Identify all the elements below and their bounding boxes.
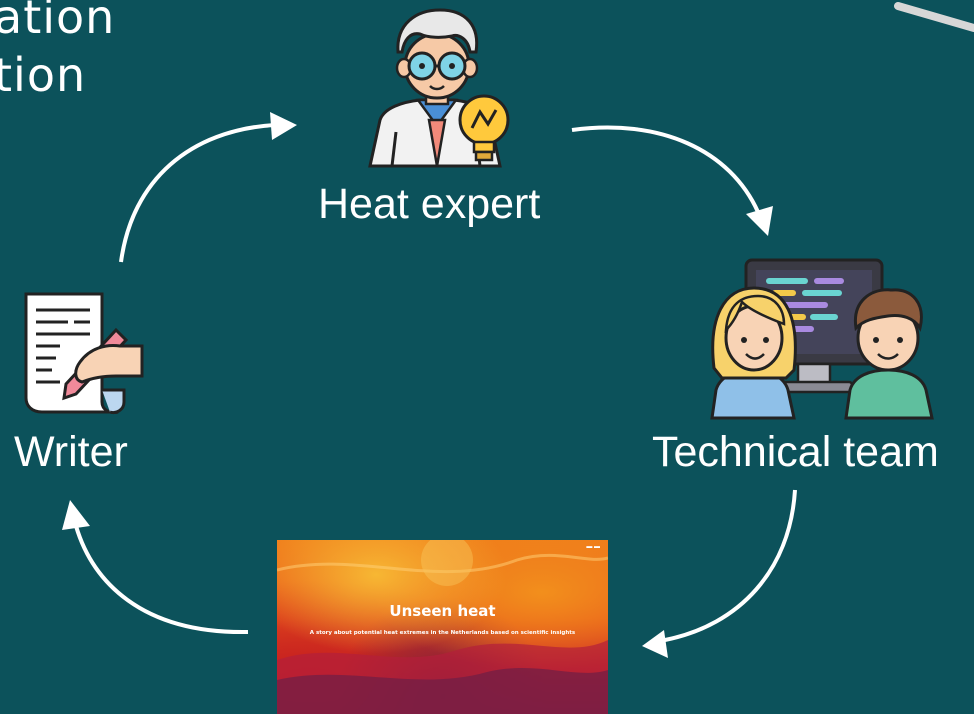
arrow-product-to-writer [74, 525, 249, 635]
arrow-head-writer-to-heat-expert [270, 112, 297, 140]
arrow-writer-to-heat-expert [119, 123, 276, 263]
scientist-lightbulb-icon [368, 8, 510, 168]
writer-label: Writer [14, 428, 128, 476]
document-pen-icon [24, 292, 144, 414]
partial-title-line-1: ation [0, 0, 116, 44]
heat-expert-label: Heat expert [318, 180, 541, 228]
arrow-head-product-to-writer [62, 500, 90, 530]
arrow-head-technical-team-to-product [642, 630, 668, 658]
partial-title-line-2: tion [0, 48, 87, 102]
product-subtitle: A story about potential heat extremes in… [309, 630, 576, 636]
product-thumbnail: ▬ ▬ Unseen heat A story about potential … [277, 540, 608, 714]
partial-title: ation tion [0, 0, 115, 104]
technical-team-label: Technical team [652, 428, 939, 476]
product-title: Unseen heat [389, 602, 496, 620]
arrow-head-heat-expert-to-technical-team [746, 206, 773, 236]
language-flags: ▬ ▬ [586, 544, 600, 550]
developers-monitor-icon [710, 258, 934, 420]
arrow-heat-expert-to-technical-team [571, 125, 760, 213]
arrow-technical-team-to-product [664, 489, 797, 642]
thumbnail-texture [277, 540, 608, 714]
